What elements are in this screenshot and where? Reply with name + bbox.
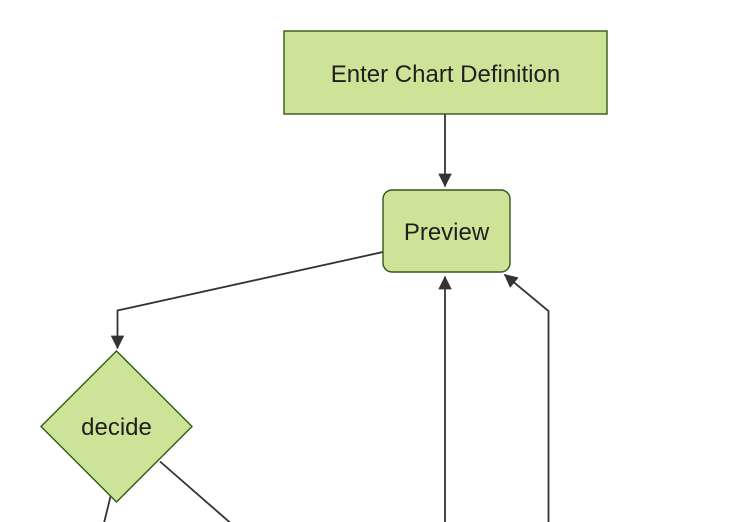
- decide-label: decide: [81, 414, 152, 441]
- edge-decide-to-offscreen-bottom-left: [103, 496, 112, 522]
- node-enter-chart-definition: Enter Chart Definition: [283, 30, 608, 115]
- node-decide: decide: [40, 350, 193, 503]
- preview-label: Preview: [404, 219, 490, 246]
- edge-preview-to-decide: [110, 251, 384, 350]
- node-preview: Preview: [382, 189, 511, 273]
- edge-offscreen-bottom-right-to-preview: [503, 273, 550, 522]
- edge-decide-to-offscreen-bottom-right: [159, 460, 231, 522]
- decide-diamond: [40, 350, 193, 503]
- enter-chart-definition-label: Enter Chart Definition: [331, 61, 560, 88]
- enter-chart-definition-box: [283, 30, 608, 115]
- preview-box: [382, 189, 511, 273]
